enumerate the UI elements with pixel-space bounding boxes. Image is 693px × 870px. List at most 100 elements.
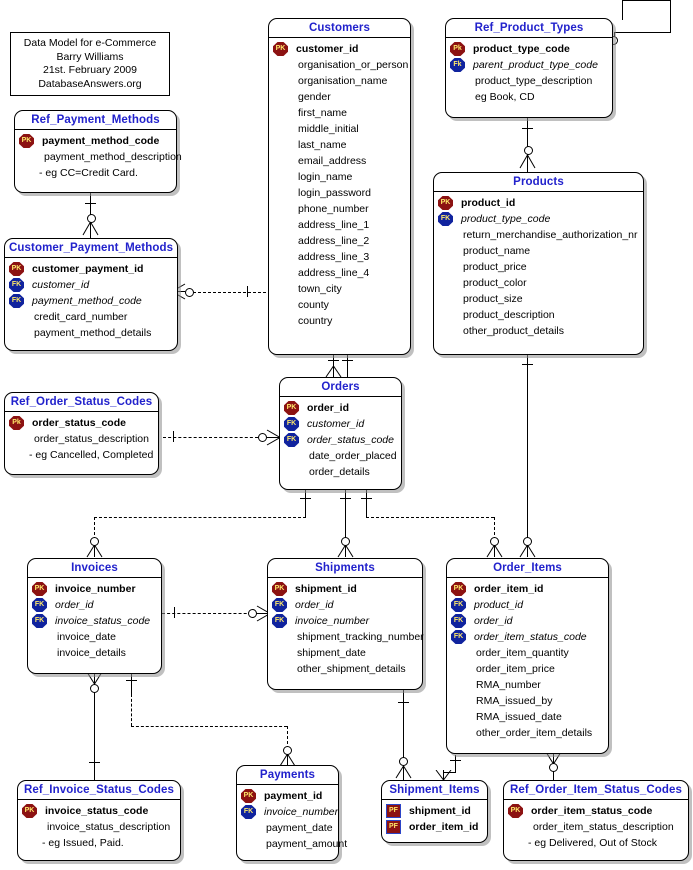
- attribute-row: invoice_details: [32, 645, 158, 661]
- attribute-row: PK order_item_id: [451, 581, 605, 597]
- attribute-name: product_color: [463, 277, 527, 289]
- attribute-name: invoice_status_code: [45, 805, 149, 817]
- attribute-row: product_color: [438, 275, 640, 291]
- attribute-row: product_size: [438, 291, 640, 307]
- entity-title: Customers: [269, 19, 410, 38]
- attribute-list: PK order_id FK customer_id FK order_stat…: [280, 397, 401, 484]
- attribute-row: PF shipment_id: [386, 803, 484, 819]
- fk-badge-icon: FK: [32, 614, 47, 628]
- attribute-list: PK order_item_status_code order_item_sta…: [504, 800, 688, 855]
- pk-badge-icon: Pk: [9, 416, 24, 430]
- attribute-row: PK shipment_id: [272, 581, 419, 597]
- attribute-row: PF order_item_id: [386, 819, 484, 835]
- attribute-row: PK payment_id: [241, 788, 335, 804]
- attribute-row: - eg CC=Credit Card.: [19, 165, 173, 181]
- crowsfoot-marker: [519, 155, 536, 169]
- attribute-name: other_shipment_details: [297, 663, 406, 675]
- connector-orderitems-shipmentitems-v: [455, 755, 456, 772]
- cardinality-zero-circle: [87, 214, 96, 223]
- entity-payments[interactable]: Payments PK payment_id FK invoice_number…: [236, 765, 347, 861]
- attribute-name: RMA_issued_date: [476, 711, 562, 723]
- cardinality-zero-circle: [185, 288, 194, 297]
- entity-ref-payment-methods[interactable]: Ref_Payment_Methods PK payment_method_co…: [14, 110, 182, 193]
- attribute-name: product_id: [461, 197, 516, 209]
- connector-orders-invoices-v: [94, 517, 95, 540]
- entity-customer-payment-methods[interactable]: Customer_Payment_Methods PK customer_pay…: [4, 238, 178, 351]
- attribute-row: FK product_id: [451, 597, 605, 613]
- connector-orders-orderitems-h: [366, 517, 494, 518]
- connector-invoices-payments-v2: [287, 726, 288, 749]
- attribute-name: organisation_or_person: [298, 59, 409, 71]
- cardinality-one-tick: [85, 203, 96, 204]
- attribute-row: FK invoice_status_code: [32, 613, 158, 629]
- connector-producttypes-self-v2: [670, 0, 671, 32]
- attribute-list: Pk product_type_code Fk parent_product_t…: [446, 38, 612, 109]
- connector-orders-orderitems-v: [494, 517, 495, 540]
- entity-title: Ref_Order_Status_Codes: [5, 393, 158, 412]
- pk-badge-icon: PK: [32, 582, 47, 596]
- crowsfoot-marker: [86, 672, 103, 685]
- attribute-row: address_line_3: [273, 249, 407, 265]
- attribute-list: PK payment_id FK invoice_number payment_…: [237, 785, 347, 856]
- attribute-name: address_line_3: [298, 251, 370, 263]
- entity-ref-invoice-status-codes[interactable]: Ref_Invoice_Status_Codes PK invoice_stat…: [17, 780, 181, 861]
- attribute-name: customer_id: [296, 43, 359, 55]
- attribute-row: PK customer_id: [273, 41, 407, 57]
- entity-orders[interactable]: Orders PK order_id FK customer_id FK ord…: [279, 377, 402, 490]
- crowsfoot-marker: [86, 545, 103, 558]
- fk-badge-icon: FK: [241, 805, 256, 819]
- attribute-list: PK invoice_number FK order_id FK invoice…: [28, 578, 161, 665]
- entity-ref-product-types[interactable]: Ref_Product_Types Pk product_type_code F…: [445, 18, 613, 118]
- entity-title: Ref_Invoice_Status_Codes: [18, 781, 180, 800]
- attribute-name: order_item_id: [474, 583, 544, 595]
- attribute-row: PK payment_method_code: [19, 133, 173, 149]
- fk-badge-icon: FK: [284, 417, 299, 431]
- attribute-list: PK product_id FK product_type_code retur…: [434, 192, 643, 343]
- entity-order-items[interactable]: Order_Items PK order_item_id FK product_…: [446, 558, 609, 754]
- attribute-name: RMA_issued_by: [476, 695, 553, 707]
- entity-ref-order-status-codes[interactable]: Ref_Order_Status_Codes Pk order_status_c…: [4, 392, 159, 475]
- attribute-name: return_merchandise_authorization_nr: [463, 229, 638, 241]
- pk-badge-icon: PK: [9, 262, 24, 276]
- cardinality-one-tick: [89, 762, 100, 763]
- attribute-name: date_order_placed: [309, 450, 397, 462]
- crowsfoot-marker: [279, 754, 296, 767]
- cardinality-zero-circle: [549, 763, 558, 772]
- attribute-name: shipment_tracking_number: [297, 631, 424, 643]
- cardinality-one-tick: [173, 431, 174, 442]
- attribute-list: PK customer_id organisation_or_person or…: [269, 38, 410, 333]
- attribute-row: payment_amount: [241, 836, 347, 852]
- attribute-row: other_product_details: [438, 323, 640, 339]
- entity-products[interactable]: Products PK product_id FK product_type_c…: [433, 172, 644, 355]
- attribute-name: country: [298, 315, 333, 327]
- entity-invoices[interactable]: Invoices PK invoice_number FK order_id F…: [27, 558, 162, 674]
- connector-orders-bus-mid: [345, 490, 346, 517]
- cardinality-zero-circle: [283, 746, 292, 755]
- entity-customers[interactable]: Customers PK customer_id organisation_or…: [268, 18, 411, 355]
- attribute-name: product_price: [463, 261, 527, 273]
- attribute-row: address_line_2: [273, 233, 407, 249]
- attribute-name: order_id: [474, 615, 513, 627]
- entity-title: Order_Items: [447, 559, 608, 578]
- pk-badge-icon: PK: [284, 401, 299, 415]
- crowsfoot-marker: [266, 429, 280, 446]
- attribute-note: - eg Issued, Paid.: [42, 837, 124, 849]
- attribute-row: FK order_item_status_code: [451, 629, 605, 645]
- cardinality-one-tick: [247, 286, 248, 297]
- attribute-list: Pk order_status_code order_status_descri…: [5, 412, 158, 467]
- attribute-row: address_line_4: [273, 265, 407, 281]
- connector-producttypes-self-h2: [614, 32, 671, 33]
- entity-ref-order-item-status-codes[interactable]: Ref_Order_Item_Status_Codes PK order_ite…: [503, 780, 689, 861]
- attribute-name: order_id: [295, 599, 334, 611]
- entity-title: Ref_Payment_Methods: [15, 111, 176, 130]
- attribute-row: order_status_description: [9, 431, 155, 447]
- attribute-row: FK product_type_code: [438, 211, 640, 227]
- attribute-name: invoice_number: [264, 806, 339, 818]
- attribute-name: order_item_status_code: [474, 631, 587, 643]
- cardinality-one-tick: [328, 360, 339, 361]
- cardinality-one-tick: [300, 498, 311, 499]
- entity-shipment-items[interactable]: Shipment_Items PF shipment_id PF order_i…: [381, 780, 488, 843]
- cardinality-one-tick: [361, 498, 372, 499]
- attribute-row: order_item_quantity: [451, 645, 605, 661]
- entity-shipments[interactable]: Shipments PK shipment_id FK order_id FK …: [267, 558, 424, 690]
